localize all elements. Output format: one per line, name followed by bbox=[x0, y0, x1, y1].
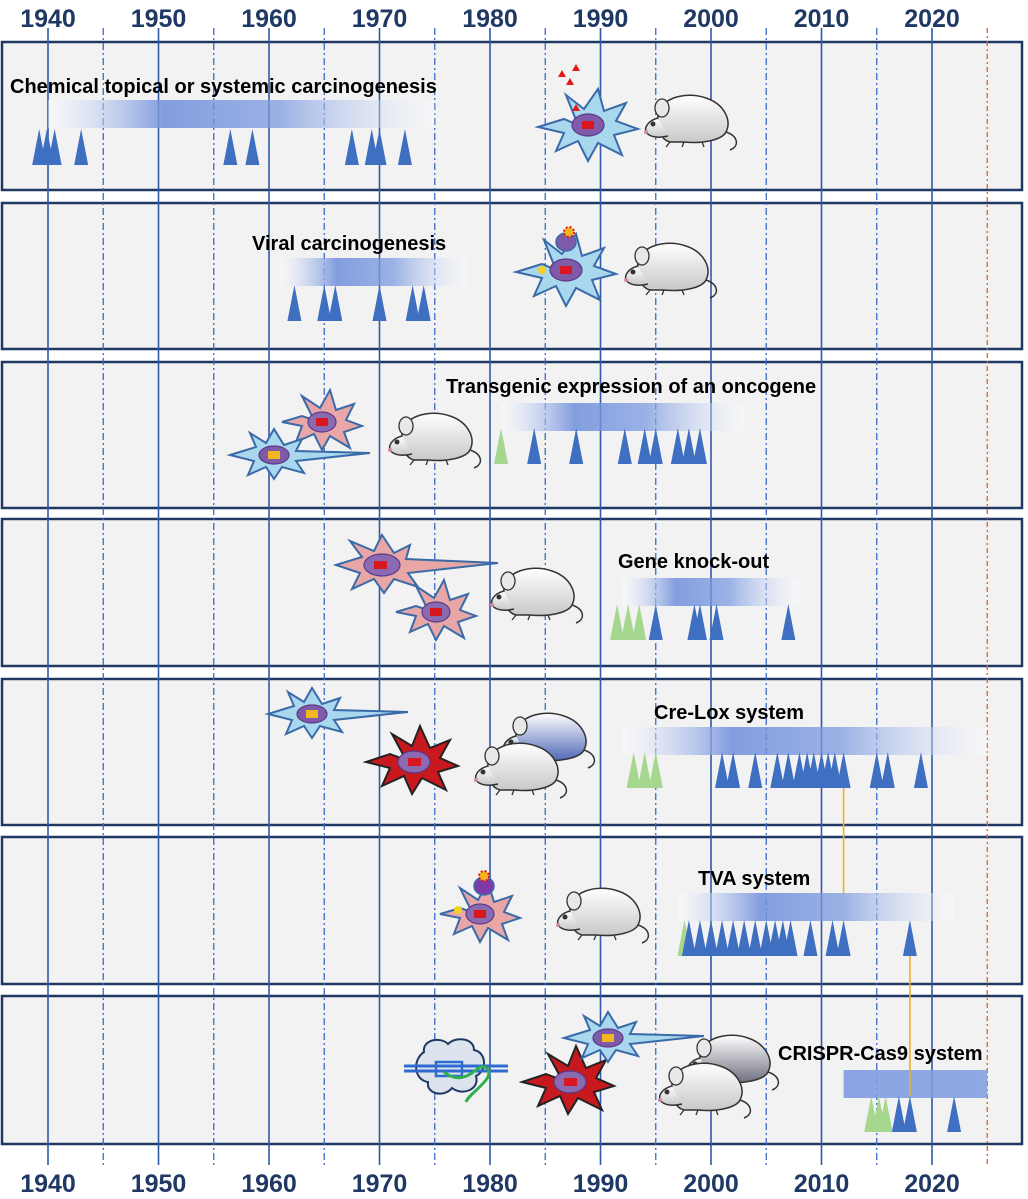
milestone-marker-blue bbox=[715, 752, 730, 788]
milestone-marker-blue bbox=[692, 920, 707, 956]
panel-title: TVA system bbox=[698, 868, 810, 890]
milestone-marker-blue bbox=[245, 129, 260, 165]
milestone-marker-blue bbox=[527, 428, 542, 464]
milestone-marker-blue bbox=[781, 752, 796, 788]
milestone-marker-blue bbox=[827, 752, 842, 788]
axis-year-bottom: 1970 bbox=[352, 1170, 408, 1198]
milestone-marker-blue bbox=[715, 920, 730, 956]
milestone-marker-blue bbox=[836, 752, 851, 788]
axis-year-bottom: 1950 bbox=[131, 1170, 187, 1198]
milestone-marker-blue bbox=[869, 752, 884, 788]
panel-title: Gene knock-out bbox=[618, 551, 769, 573]
axis-year-bottom: 2010 bbox=[794, 1170, 850, 1198]
panel-title: Transgenic expression of an oncogene bbox=[446, 376, 816, 398]
milestone-marker-blue bbox=[803, 920, 818, 956]
milestone-marker-blue bbox=[397, 129, 412, 165]
milestone-marker-blue bbox=[405, 285, 420, 321]
panel-box-3 bbox=[0, 360, 1024, 510]
milestone-marker-blue bbox=[372, 129, 387, 165]
milestone-marker-blue bbox=[880, 752, 895, 788]
period-bar bbox=[48, 100, 435, 128]
panel-title: CRISPR-Cas9 system bbox=[778, 1043, 983, 1065]
period-bar bbox=[622, 578, 800, 606]
milestone-marker-blue bbox=[287, 285, 302, 321]
milestone-marker-green bbox=[610, 604, 625, 640]
milestone-marker-blue bbox=[759, 920, 774, 956]
milestone-marker-blue bbox=[637, 428, 652, 464]
axis-year-bottom: 2000 bbox=[683, 1170, 739, 1198]
milestone-marker-blue bbox=[692, 604, 707, 640]
milestone-marker-green bbox=[878, 1096, 893, 1132]
milestone-marker-blue bbox=[783, 920, 798, 956]
axis-year-top: 1980 bbox=[462, 5, 518, 33]
milestone-marker-blue bbox=[726, 752, 741, 788]
milestone-marker-blue bbox=[709, 604, 724, 640]
milestone-marker-blue bbox=[317, 285, 332, 321]
axis-year-top: 2020 bbox=[904, 5, 960, 33]
milestone-marker-blue bbox=[704, 920, 718, 956]
milestone-marker-green bbox=[632, 604, 647, 640]
panel-title: Viral carcinogenesis bbox=[252, 233, 446, 255]
milestone-marker-blue bbox=[726, 920, 741, 956]
milestone-marker-blue bbox=[47, 129, 62, 165]
milestone-marker-blue bbox=[836, 920, 851, 956]
milestone-marker-blue bbox=[670, 428, 685, 464]
milestone-marker-green bbox=[494, 428, 509, 464]
axis-year-bottom: 1990 bbox=[573, 1170, 629, 1198]
period-bar bbox=[677, 893, 955, 921]
carcinogen-cell-icon bbox=[537, 64, 639, 162]
milestone-marker-blue bbox=[748, 920, 763, 956]
axis-year-top: 2010 bbox=[794, 5, 850, 33]
milestone-marker-blue bbox=[648, 428, 663, 464]
panel-box-2 bbox=[0, 201, 1024, 351]
milestone-marker-blue bbox=[770, 752, 785, 788]
axis-year-bottom: 1980 bbox=[462, 1170, 518, 1198]
cas9-complex-icon bbox=[404, 1038, 508, 1103]
milestone-marker-blue bbox=[681, 428, 696, 464]
axis-year-bottom: 1940 bbox=[20, 1170, 76, 1198]
milestone-marker-blue bbox=[416, 285, 431, 321]
milestone-marker-blue bbox=[328, 285, 343, 321]
milestone-marker-blue bbox=[902, 1096, 917, 1132]
milestone-marker-blue bbox=[569, 428, 584, 464]
axis-year-bottom: 2020 bbox=[904, 1170, 960, 1198]
milestone-marker-blue bbox=[648, 604, 663, 640]
milestone-marker-blue bbox=[781, 604, 796, 640]
milestone-marker-blue bbox=[223, 129, 238, 165]
period-bar bbox=[622, 727, 988, 755]
milestone-marker-blue bbox=[344, 129, 359, 165]
milestone-marker-blue bbox=[737, 920, 752, 956]
milestone-marker-blue bbox=[825, 920, 840, 956]
axis-year-top: 1950 bbox=[131, 5, 187, 33]
axis-year-top: 1970 bbox=[352, 5, 408, 33]
milestone-marker-green bbox=[626, 752, 641, 788]
milestone-marker-green bbox=[648, 752, 663, 788]
axis-year-top: 1990 bbox=[573, 5, 629, 33]
milestone-marker-blue bbox=[748, 752, 763, 788]
period-bar bbox=[280, 258, 468, 286]
axis-year-top: 2000 bbox=[683, 5, 739, 33]
milestone-marker-green bbox=[621, 604, 636, 640]
milestone-marker-blue bbox=[681, 920, 696, 956]
virus-infected-cell-icon bbox=[515, 226, 617, 307]
panel-title: Cre-Lox system bbox=[654, 702, 804, 724]
milestone-marker-blue bbox=[902, 920, 917, 956]
milestone-marker-blue bbox=[372, 285, 387, 321]
panel-title: Chemical topical or systemic carcinogene… bbox=[10, 76, 437, 98]
axis-year-bottom: 1960 bbox=[241, 1170, 297, 1198]
milestone-marker-blue bbox=[617, 428, 632, 464]
milestone-marker-blue bbox=[947, 1096, 962, 1132]
virus-infected-cell-icon bbox=[439, 870, 521, 943]
milestone-marker-blue bbox=[692, 428, 707, 464]
period-bar bbox=[843, 1070, 988, 1098]
axis-year-top: 1940 bbox=[20, 5, 76, 33]
milestone-marker-blue bbox=[891, 1096, 906, 1132]
period-bar bbox=[501, 403, 745, 431]
milestone-marker-blue bbox=[913, 752, 928, 788]
milestone-marker-blue bbox=[74, 129, 89, 165]
milestone-marker-green bbox=[637, 752, 652, 788]
axis-year-top: 1960 bbox=[241, 5, 297, 33]
